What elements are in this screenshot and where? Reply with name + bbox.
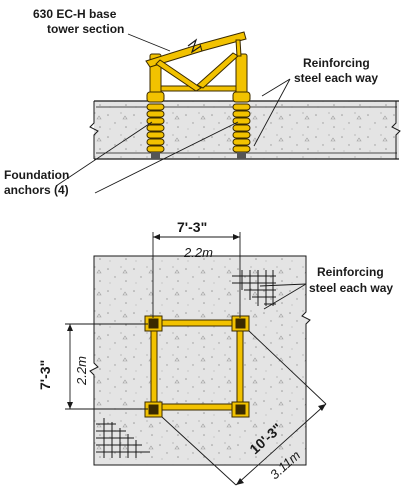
corner-plate-br — [231, 401, 250, 418]
corner-plates — [144, 315, 250, 418]
slab-break-left — [89, 101, 99, 159]
dimension-lines — [65, 232, 327, 486]
slab-break-right — [391, 101, 401, 159]
anchors-label-2: anchors (4) — [4, 183, 69, 197]
plan-leaders — [259, 283, 307, 310]
corner-plate-tr — [231, 315, 250, 332]
rebar-grid-bottom — [96, 418, 150, 458]
reinforcing-label-2: steel each way — [294, 71, 378, 85]
tower-section-label-1: 630 EC-H base — [33, 7, 117, 21]
elevation-leaders — [55, 33, 291, 194]
reinforcing-label-1: Reinforcing — [303, 56, 370, 70]
dim-side-ft: 7'-3" — [37, 360, 53, 390]
anchor-right — [232, 91, 251, 159]
reinforcing-plan-label-2: steel each way — [309, 281, 393, 295]
corner-plate-bl — [144, 401, 163, 418]
dim-side-m: 2.2m — [74, 356, 89, 386]
dim-top-m: 2.2m — [183, 245, 213, 260]
reinforcing-plan-label-1: Reinforcing — [317, 265, 384, 279]
corner-plate-tl — [144, 315, 163, 332]
anchor-left — [146, 91, 165, 159]
tower-break-line — [187, 38, 202, 54]
elevation-view: 630 EC-H base tower section Reinforcing … — [4, 7, 401, 197]
dim-top-ft: 7'-3" — [177, 219, 207, 235]
tower-section-label-2: tower section — [47, 22, 124, 36]
plan-view: 7'-3" 2.2m 7'-3" 2.2m 10'-3" 3.11m Reinf… — [37, 219, 393, 486]
anchors-label-1: Foundation — [4, 168, 69, 182]
tower-section — [145, 31, 248, 95]
rebar-grid-top — [232, 270, 276, 306]
dimension-arrowheads — [67, 234, 326, 485]
